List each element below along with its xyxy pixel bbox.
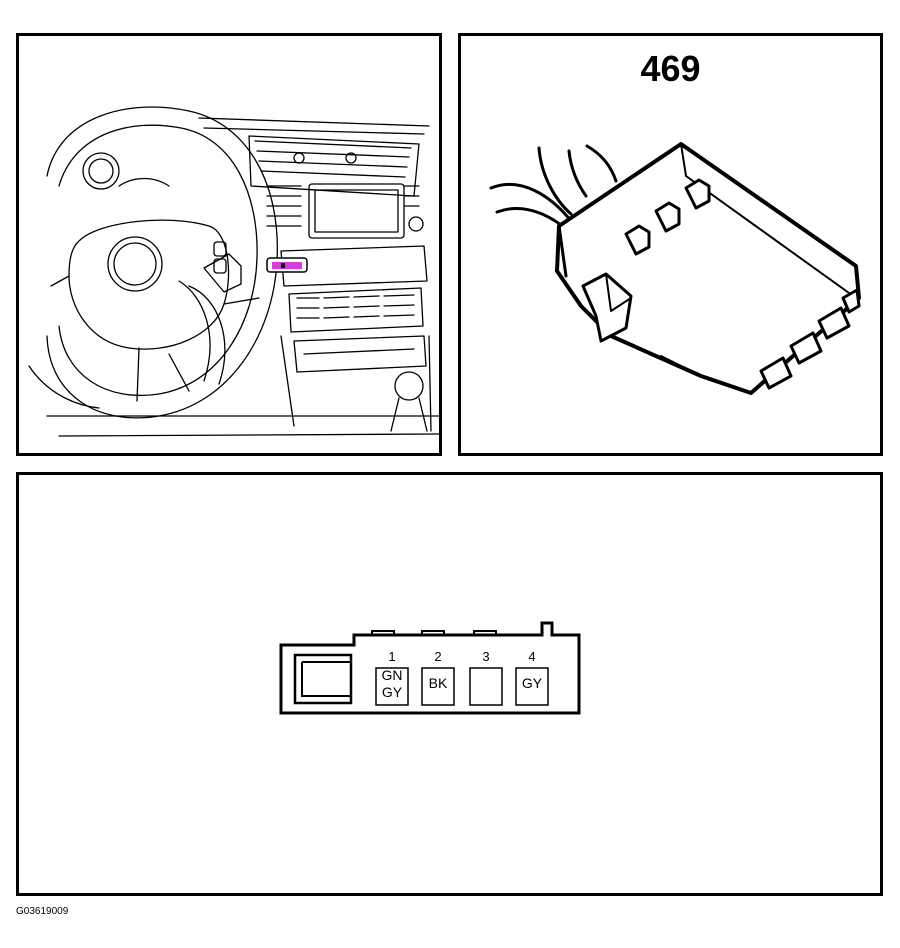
pin-number: 1 <box>388 649 396 664</box>
pin-1: 1 GN GY <box>376 649 408 701</box>
pin-wire-color: GY <box>521 675 543 691</box>
pin-number: 4 <box>528 649 536 664</box>
pin-wire-color: GY <box>381 684 403 700</box>
pin-wire-color: BK <box>428 675 448 691</box>
pin-3: 3 <box>470 649 502 664</box>
connector-location-marker <box>266 257 308 273</box>
connector-illustration <box>489 142 861 395</box>
connector-face-diagram <box>279 621 581 715</box>
connector-id-label: 469 <box>640 48 701 89</box>
figure-code: G03619009 <box>16 906 69 917</box>
dashboard-illustration <box>28 106 439 437</box>
pin-2: 2 BK <box>422 649 454 691</box>
location-view-panel <box>16 33 442 456</box>
pin-wire-color: GN <box>381 667 403 683</box>
pin-number: 3 <box>482 649 490 664</box>
pinout-panel: 1 GN GY 2 BK 3 4 GY <box>16 472 883 896</box>
connector-view-panel: 469 <box>458 33 883 456</box>
pin-4: 4 GY <box>516 649 548 691</box>
pin-number: 2 <box>434 649 442 664</box>
